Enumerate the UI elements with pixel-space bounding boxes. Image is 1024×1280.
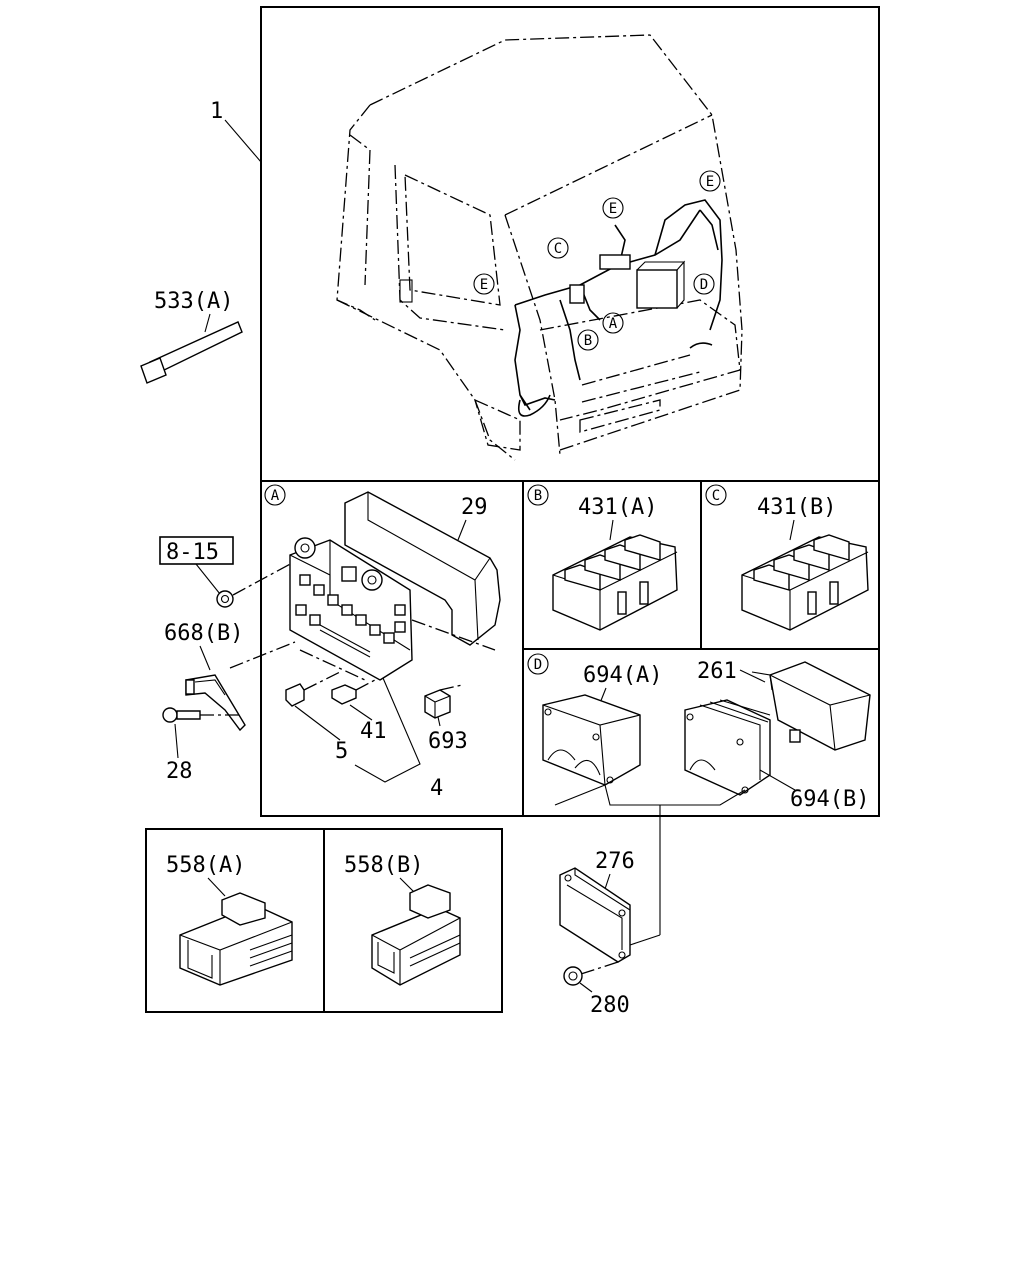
svg-text:A: A [271,488,280,504]
label-bracket: 668(B) [164,621,243,646]
relay-b-part [741,534,869,631]
main-frame [260,6,880,817]
label-relay-b: 431(B) [757,495,836,520]
label-relay-a: 431(A) [578,495,657,520]
svg-text:C: C [554,241,562,257]
callout-d-cab: D [693,273,715,295]
callout-e-cab-right: E [699,170,721,192]
svg-text:E: E [480,277,488,293]
label-connector-a: 558(A) [166,853,245,878]
fuse-mini-part [331,684,357,705]
svg-text:E: E [706,174,714,190]
callout-c-cab: C [547,237,569,259]
label-relay-small: 693 [428,729,468,754]
ecu-bracket-b-part [684,699,771,796]
label-ecu-bracket-b: 694(B) [790,787,869,812]
connector-a-part [179,892,293,986]
connector-b-part [371,884,461,986]
label-ecu: 276 [595,849,635,874]
label-connector-b: 558(B) [344,853,423,878]
ecu-part [559,867,631,963]
label-fuse-box: 4 [430,776,443,801]
callout-a-cab: A [602,312,624,334]
label-fuse-mini: 41 [360,719,387,744]
label-nut: 280 [590,993,630,1018]
callout-c-section: C [705,484,727,506]
svg-text:A: A [609,316,618,332]
fuse-part [285,683,305,707]
label-ecu-cover: 261 [697,659,737,684]
label-ref-group: 8-15 [166,540,219,565]
tie-band-part [140,321,243,384]
svg-text:B: B [534,488,542,504]
svg-text:D: D [700,277,708,293]
callout-b-section: B [527,484,549,506]
callout-e-cab-left: E [473,273,495,295]
label-harness: 1 [210,99,223,124]
fuse-box-part [289,537,413,681]
svg-text:B: B [584,333,592,349]
bracket-part [185,674,246,732]
ecu-bracket-a-part [542,694,641,786]
callout-e-cab-center: E [602,197,624,219]
label-ecu-bracket-a: 694(A) [583,663,662,688]
ecu-cover-part [751,661,871,751]
label-fuse: 5 [335,739,348,764]
truck-cab-illustration [336,34,743,461]
relay-a-part [552,534,678,631]
svg-text:C: C [712,488,720,504]
label-bolt: 28 [166,759,193,784]
fuse-cover-part [344,491,501,646]
callout-b-cab: B [577,329,599,351]
callout-d-section: D [527,653,549,675]
callout-a-section: A [264,484,286,506]
nut-part-ecu [563,966,583,986]
svg-text:D: D [534,657,542,673]
label-fuse-cover: 29 [461,495,488,520]
svg-text:E: E [609,201,617,217]
nut-part-left [216,590,234,608]
bolt-part [162,707,201,723]
label-tie-band: 533(A) [154,289,233,314]
relay-small-part [424,689,451,719]
